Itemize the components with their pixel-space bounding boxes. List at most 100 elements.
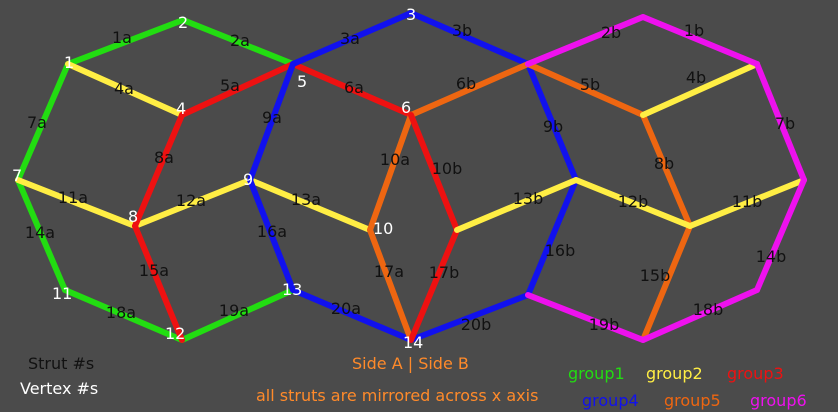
vertex-label-1: 1: [64, 53, 74, 72]
strut-label-9a: 9a: [262, 108, 282, 127]
vertex-label-14: 14: [403, 333, 423, 352]
strut-label-20b: 20b: [461, 315, 492, 334]
strut-label-10b: 10b: [432, 159, 463, 178]
vertex-label-3: 3: [406, 5, 416, 24]
strut-13b: [454, 177, 579, 233]
strut-11b: [687, 177, 807, 229]
strut-4a: [65, 61, 185, 118]
strut-16a: [247, 177, 296, 293]
strut-label-11a: 11a: [58, 188, 88, 207]
strut-label-8b: 8b: [654, 154, 674, 173]
strut-6a: [290, 61, 414, 118]
strut-9b: [525, 61, 579, 183]
struts-layer: [15, 10, 807, 343]
strut-label-19b: 19b: [589, 315, 620, 334]
strut-label-17a: 17a: [374, 262, 404, 281]
strut-label-8a: 8a: [154, 148, 174, 167]
strut-label-13a: 13a: [291, 190, 321, 209]
vertex-label-7: 7: [12, 166, 22, 185]
strut-label-12a: 12a: [176, 191, 206, 210]
legend-group2: group2: [646, 364, 703, 383]
strut-11a: [15, 177, 138, 229]
strut-10a: [367, 112, 414, 233]
legend-group3: group3: [727, 364, 784, 383]
strut-3b: [408, 10, 531, 67]
vertex-label-10: 10: [373, 219, 393, 238]
strut-label-2b: 2b: [601, 23, 621, 42]
strut-19a: [179, 287, 296, 343]
vertex-label-9: 9: [243, 170, 253, 189]
strut-label-5b: 5b: [580, 75, 600, 94]
strut-label-6a: 6a: [344, 78, 364, 97]
strut-20b: [408, 292, 531, 343]
vertex-label-2: 2: [178, 13, 188, 32]
strut-label-11b: 11b: [732, 192, 763, 211]
strut-3a: [290, 10, 414, 67]
key-strut-label: Strut #s: [28, 354, 94, 373]
vertex-label-13: 13: [282, 280, 302, 299]
strut-label-16b: 16b: [545, 241, 576, 260]
strut-17a: [367, 227, 414, 343]
strut-13a: [247, 177, 373, 233]
sides-note: Side A | Side B: [352, 354, 469, 373]
strut-label-13b: 13b: [513, 189, 544, 208]
strut-label-5a: 5a: [220, 76, 240, 95]
strut-label-18a: 18a: [106, 303, 136, 322]
strut-label-4a: 4a: [114, 79, 134, 98]
strut-17b: [408, 227, 460, 343]
legend-group4: group4: [582, 391, 639, 410]
legend: group1 group2 group3 group4 group5 group6: [568, 364, 807, 410]
strut-12b: [573, 177, 693, 229]
strut-15b: [640, 223, 693, 343]
strut-4b: [640, 61, 760, 118]
strut-label-7a: 7a: [27, 113, 47, 132]
strut-14a: [15, 177, 68, 293]
strut-18a: [62, 287, 185, 343]
strut-label-6b: 6b: [456, 74, 476, 93]
strut-12a: [132, 177, 253, 229]
strut-2b: [525, 14, 646, 67]
strut-14b: [754, 177, 807, 293]
vertex-label-12: 12: [165, 324, 185, 343]
strut-label-10a: 10a: [380, 150, 410, 169]
strut-16b: [525, 177, 579, 298]
strut-label-1a: 1a: [112, 28, 132, 47]
strut-8b: [640, 112, 693, 229]
strut-labels-layer: 1a 2a 7a 14a 18a 19a 4a 11a 12a 13a 5a 8a 15a 6a 3a 9a 1…: [25, 21, 795, 334]
vertex-label-11: 11: [52, 284, 72, 303]
strut-19b: [525, 292, 646, 343]
strut-label-15b: 15b: [640, 266, 671, 285]
strut-label-7b: 7b: [775, 114, 795, 133]
strut-label-14a: 14a: [25, 223, 55, 242]
strut-7b: [754, 61, 807, 183]
strut-9a: [247, 61, 296, 183]
legend-group6: group6: [750, 391, 807, 410]
strut-label-9b: 9b: [543, 117, 563, 136]
strut-18b: [640, 287, 760, 343]
strut-label-2a: 2a: [230, 31, 250, 50]
strut-label-18b: 18b: [693, 300, 724, 319]
strut-6b: [408, 61, 531, 118]
legend-group1: group1: [568, 364, 625, 383]
strut-15a: [132, 223, 185, 343]
mirror-note: all struts are mirrored across x axis: [256, 386, 538, 405]
strut-label-19a: 19a: [219, 301, 249, 320]
strut-label-14b: 14b: [756, 247, 787, 266]
strut-5a: [179, 61, 296, 118]
vertex-label-8: 8: [128, 207, 138, 226]
key-vertex-label: Vertex #s: [20, 379, 98, 398]
strut-8a: [132, 112, 185, 229]
strut-label-4b: 4b: [686, 68, 706, 87]
strut-10b: [408, 112, 460, 233]
strut-label-1b: 1b: [684, 21, 704, 40]
legend-group5: group5: [664, 391, 721, 410]
strut-label-3b: 3b: [452, 21, 472, 40]
strut-label-3a: 3a: [340, 29, 360, 48]
strut-7a: [15, 61, 71, 183]
vertex-label-5: 5: [297, 72, 307, 91]
strut-label-15a: 15a: [139, 261, 169, 280]
strut-label-16a: 16a: [257, 222, 287, 241]
